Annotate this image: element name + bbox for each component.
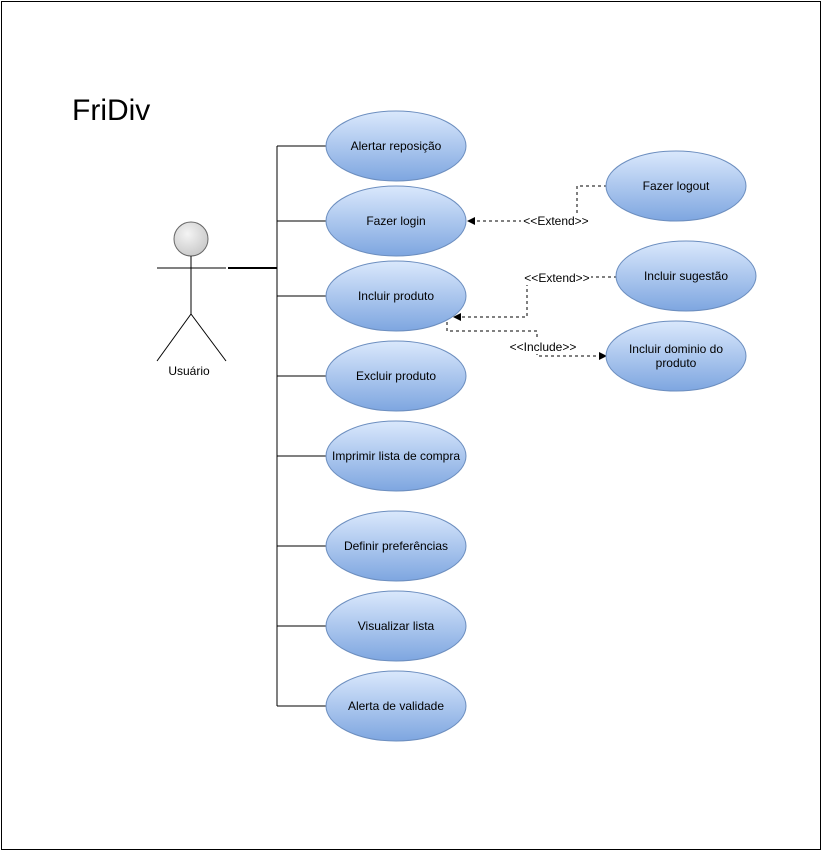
use-case-label: Incluir produto xyxy=(358,289,434,303)
use-case-label: Incluir sugestão xyxy=(644,269,728,283)
association-connectors xyxy=(228,145,327,707)
use-case-incluir-sugestao[interactable]: Incluir sugestão xyxy=(615,240,757,312)
diagram-title: FriDiv xyxy=(72,94,151,127)
use-case-alertar-reposicao[interactable]: Alertar reposição xyxy=(325,110,467,182)
actor-usuario[interactable]: Usuário xyxy=(156,221,227,378)
include-dominio-label: <<Include>> xyxy=(510,340,577,354)
use-case-label: Excluir produto xyxy=(356,369,436,383)
actor-label: Usuário xyxy=(168,364,210,378)
use-case-visualizar-lista[interactable]: Visualizar lista xyxy=(325,590,467,662)
use-case-fazer-login[interactable]: Fazer login xyxy=(325,185,467,257)
relation-labels: <<Extend>> <<Extend>> <<Include>> xyxy=(507,213,591,354)
use-case-alerta-validade[interactable]: Alerta de validade xyxy=(325,670,467,742)
use-case-fazer-logout[interactable]: Fazer logout xyxy=(605,150,747,222)
use-case-excluir-produto[interactable]: Excluir produto xyxy=(325,340,467,412)
use-case-label-line2: produto xyxy=(656,356,697,370)
use-case-label: Alertar reposição xyxy=(351,139,442,153)
use-case-definir-preferencias[interactable]: Definir preferências xyxy=(325,510,467,582)
actor-leg-right xyxy=(190,313,227,362)
use-case-label: Imprimir lista de compra xyxy=(332,449,460,463)
extend-logout-connector xyxy=(467,185,607,225)
use-case-label: Definir preferências xyxy=(344,539,448,553)
extend-logout-label: <<Extend>> xyxy=(523,214,588,228)
actor-head xyxy=(173,221,209,257)
use-case-label: Alerta de validade xyxy=(348,699,444,713)
use-case-incluir-produto[interactable]: Incluir produto xyxy=(325,260,467,332)
use-case-label: Visualizar lista xyxy=(358,619,435,633)
extend-sugestao-label: <<Extend>> xyxy=(524,271,589,285)
include-dominio-connector xyxy=(446,322,607,360)
use-case-label: Fazer logout xyxy=(643,179,710,193)
use-case-incluir-dominio[interactable]: Incluir dominio do produto xyxy=(605,320,747,392)
use-case-label: Fazer login xyxy=(366,214,425,228)
use-case-imprimir-lista[interactable]: Imprimir lista de compra xyxy=(325,420,467,492)
actor-leg-left xyxy=(156,313,192,362)
use-case-label-line1: Incluir dominio do xyxy=(629,342,723,356)
